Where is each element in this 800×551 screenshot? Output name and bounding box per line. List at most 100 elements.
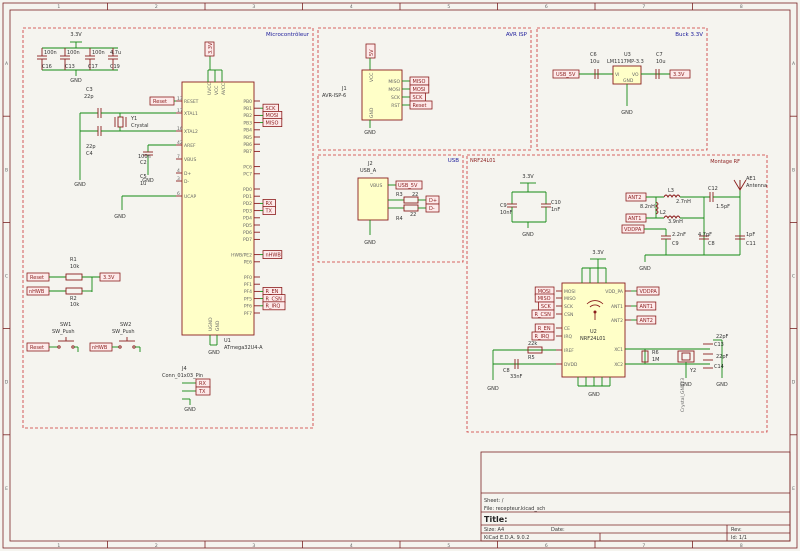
u2-pin-name: ANT1 <box>611 304 623 310</box>
frame-row-left: B <box>5 167 8 173</box>
u1-net-label-text: RX <box>266 201 273 207</box>
rf-c11-ref: C11 <box>746 241 756 247</box>
j4-tx-label <box>195 386 211 396</box>
section-buck-title: Buck 3.3V <box>675 32 703 38</box>
crystal-circuit: C3 22p Y1 Crystal 22p C4 GND 100n C2 GND… <box>74 87 176 220</box>
nrf-c10-value: 1nF <box>551 207 560 213</box>
u2-net-label-text: R_CSN <box>535 312 552 318</box>
gnd-y2: GND <box>680 382 692 388</box>
rf-c9-value: 2.2nF <box>672 232 686 238</box>
frame-col-bottom: 5 <box>447 543 450 549</box>
decoupling-caps: 3.3V GND 100n 100n 100n 4.7u C16 C13 C17… <box>37 32 121 84</box>
nrf-c10-ref: C10 <box>551 200 561 206</box>
u2-pin-name: DVDD <box>564 362 578 368</box>
reset-label-sw1-text: Reset <box>30 345 44 351</box>
frame-col-top: 3 <box>252 4 255 10</box>
rf-ant2-text: ANT2 <box>628 195 641 201</box>
nrf-r6-ref: R6 <box>652 350 659 356</box>
c5-value: 1u <box>140 181 146 187</box>
gnd-u1: GND <box>208 350 220 356</box>
rf-l2-ref: L2 <box>660 210 666 216</box>
c6-ref: C6 <box>590 52 597 58</box>
u2-net-label <box>531 309 555 319</box>
u1-pin-number: 17 <box>177 108 183 114</box>
u1-pin-name: PB0 <box>243 99 252 105</box>
rf-c8-value: 4.7pF <box>698 232 712 238</box>
rf-c12-ref: C12 <box>708 186 718 192</box>
avr-pin-name: SCK <box>391 95 401 101</box>
avr-net-label-text: MOSI <box>413 87 426 93</box>
nrf-c8-ref: C8 <box>503 368 510 374</box>
u1-pin-name: PB5 <box>243 135 252 141</box>
c7-ref: C7 <box>656 52 663 58</box>
avr-net-label-text: Reset <box>413 103 427 109</box>
buck-usb5v-text: USB_5V <box>556 72 576 78</box>
usb-dp-text: D+ <box>429 198 437 204</box>
nrf-c9-ref: C9 <box>500 203 507 209</box>
rf-c12-value: 1.5pF <box>716 204 730 210</box>
pin-gnd-u3: GND <box>623 78 634 84</box>
tb-date: Date: <box>551 527 565 533</box>
nhwb-label-sw2-text: nHWB <box>92 345 108 351</box>
power-3v3-micro: 3.3V <box>70 32 82 38</box>
gnd-iref: GND <box>487 386 499 392</box>
u1-net-label-text: MISO <box>266 120 279 126</box>
tb-file: File: recepteur.kicad_sch <box>484 506 545 512</box>
gnd-j4: GND <box>184 407 196 413</box>
cap-value: 100n <box>92 50 105 56</box>
frame-row-right: D <box>792 380 796 386</box>
u2-pin-name: ANT2 <box>611 318 623 324</box>
gnd-caps: GND <box>70 78 82 84</box>
gnd-nrf-caps: GND <box>522 232 534 238</box>
u1-net-label-text: R_EN <box>266 289 279 295</box>
u1-pin-name: PB1 <box>243 106 252 112</box>
u1-pin-name: PF5 <box>244 296 252 302</box>
rf-l2-value: 8.2nH <box>640 204 655 210</box>
nrf-r5-ref: R5 <box>528 355 535 361</box>
j1-ref: J1 <box>341 86 347 92</box>
u1-pin-name: PC6 <box>243 164 252 170</box>
tb-tool: KiCad E.D.A. 9.0.2 <box>484 535 529 541</box>
c5-ref: C5 <box>140 174 147 180</box>
c2-value: 100n <box>138 154 151 160</box>
u2-net-label <box>636 286 660 296</box>
j1-avr-isp <box>361 69 403 121</box>
reset-label-r1-text: Reset <box>30 275 44 281</box>
j4-ref: J4 <box>181 366 187 372</box>
rf-c9-ref: C9 <box>672 241 679 247</box>
pin-gnd: GND <box>215 320 221 331</box>
section-micro <box>22 27 314 429</box>
tb-title: Title: <box>484 515 507 524</box>
u2-left-pins: MOSIMOSIMISOMISOSCKSCKCSNR_CSNCER_ENIRQR… <box>531 286 578 368</box>
u2-ref: U2 <box>590 329 597 335</box>
nrf-iref-circuit: 22k R5 C8 33nF GND <box>487 341 556 392</box>
u1-pin-name: PB4 <box>243 128 252 134</box>
rf-c8-ref: C8 <box>708 241 715 247</box>
u2-pin-name: XC1 <box>614 347 623 353</box>
section-buck <box>536 27 708 151</box>
u1-left-pins: RESET13XTAL117XTAL216AREF42VBUS7D+4D-3UC… <box>176 96 199 200</box>
rf-vddpa-text: VDDPA <box>624 227 642 233</box>
u1-net-label-text: TX <box>265 208 273 214</box>
frame-row-left: A <box>5 61 9 67</box>
u2-net-label-text: MISO <box>538 296 551 302</box>
u1-3v3-label <box>204 41 215 57</box>
u2-net-label-text: R_EN <box>538 326 551 332</box>
u1-ref: U1 <box>224 338 231 344</box>
nrf-c14-value: 22pF <box>716 354 729 360</box>
nrf-c8-value: 33nF <box>510 374 523 380</box>
title-block: Sheet: / File: recepteur.kicad_sch Title… <box>480 451 791 542</box>
u2-net-label <box>636 315 657 325</box>
u2-nrf24l01 <box>561 282 626 378</box>
c7-value: 10u <box>656 59 666 65</box>
u1-pin-name: PE6 <box>244 260 253 266</box>
sw2-value: SW_Push <box>112 329 135 335</box>
u1-pin-name: PB7 <box>243 149 252 155</box>
r3-value: 22 <box>412 192 418 198</box>
gnd-avr: GND <box>364 130 376 136</box>
avr-net-label-text: MISO <box>413 79 426 85</box>
u2-value: NRF24L01 <box>580 336 606 342</box>
j2-value: USB_A <box>360 168 377 174</box>
